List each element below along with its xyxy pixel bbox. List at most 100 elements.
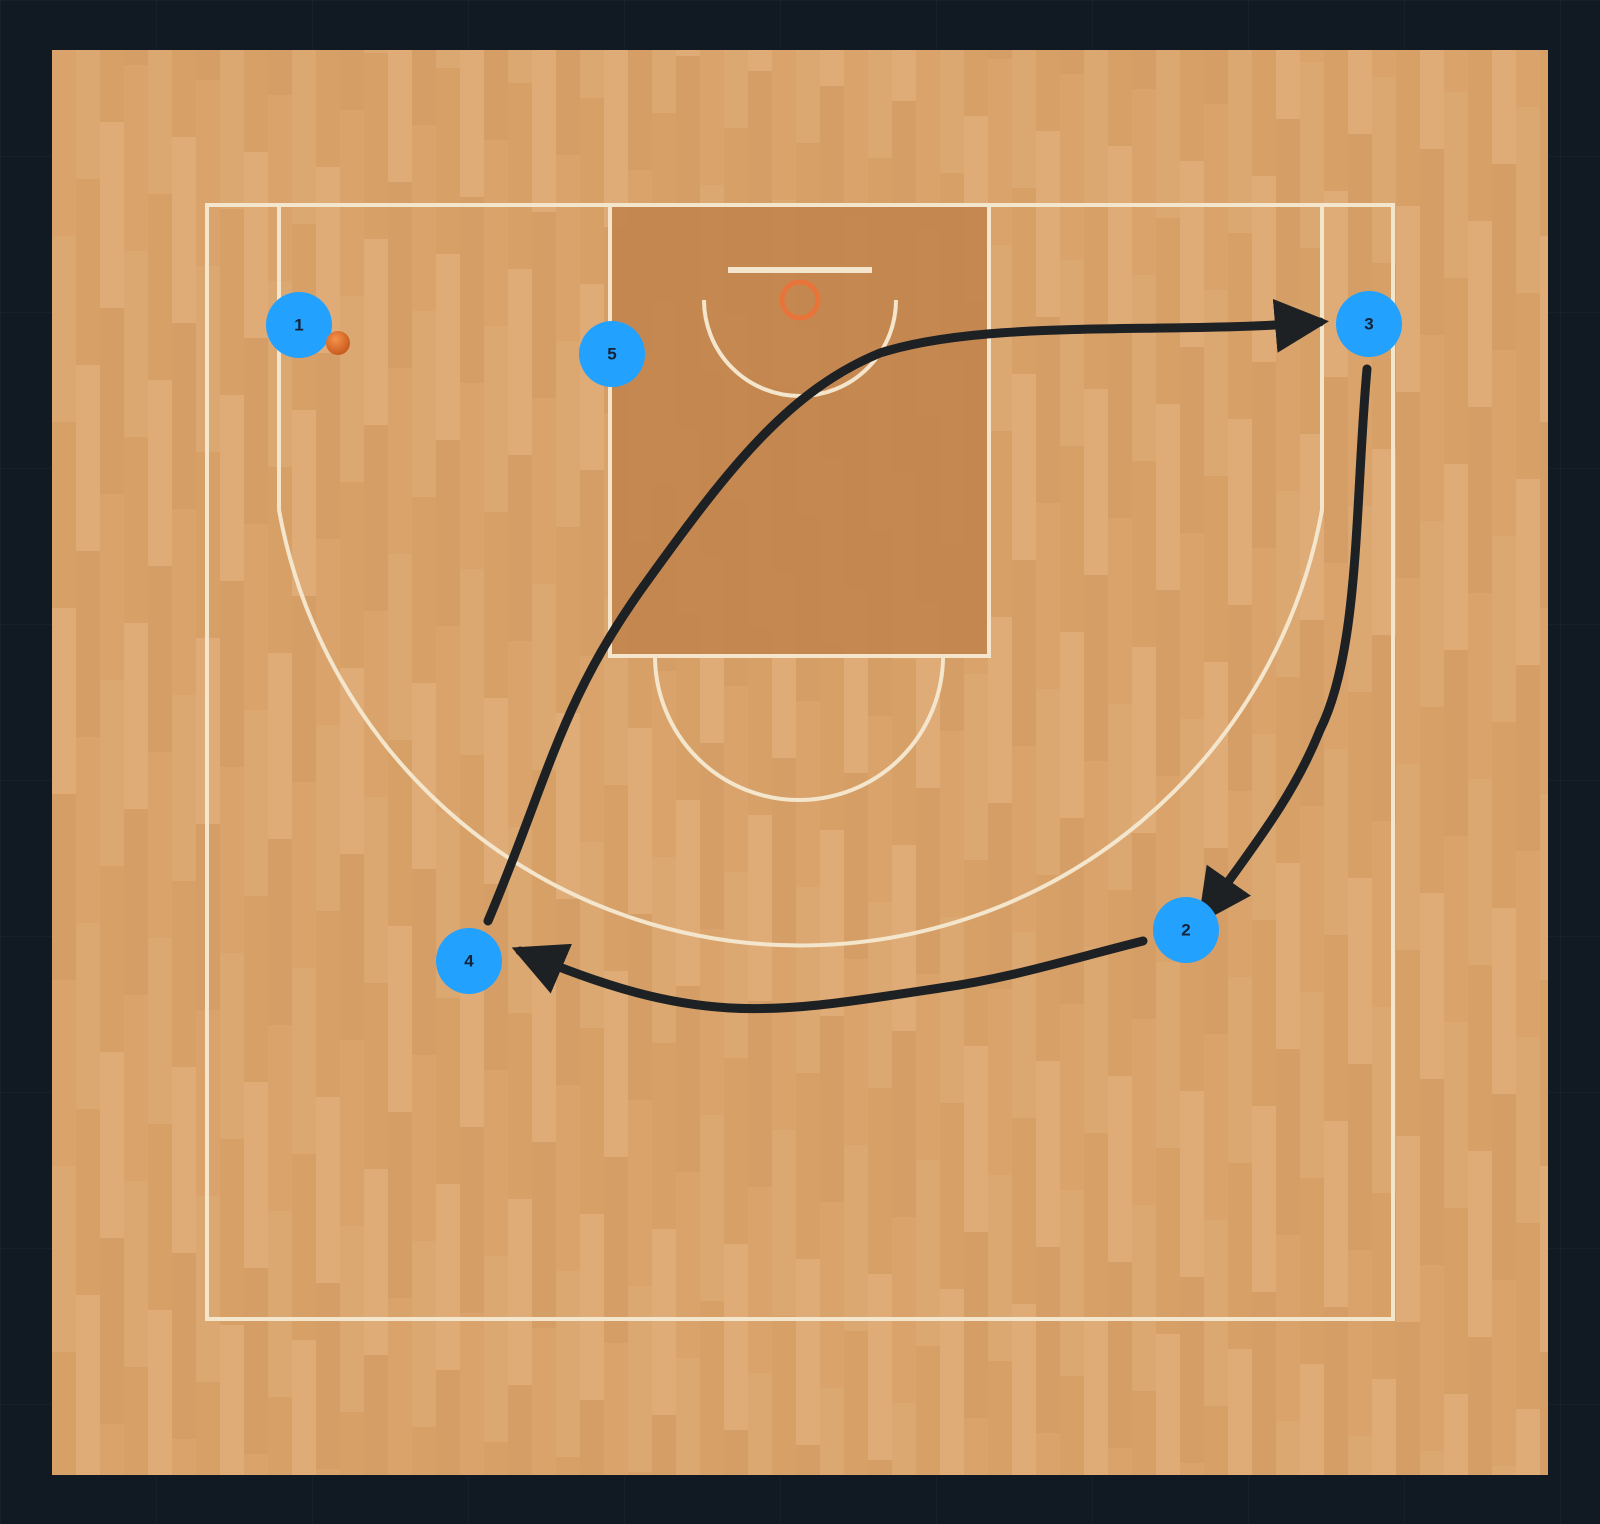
player-5[interactable]: 5 [579,321,645,387]
floor-plank [556,50,580,155]
floor-plank [1156,1334,1180,1475]
cut-4-to-3-arrow[interactable] [483,298,1329,926]
floor-plank [964,860,988,1046]
floor-plank [1180,50,1204,161]
floor-plank [556,1457,580,1475]
floor-plank [1420,149,1444,335]
player-5-marker[interactable] [579,321,645,387]
floor-plank [52,1166,76,1352]
floor-plank [1516,479,1540,665]
floor-plank [1012,932,1036,1118]
floor-plank [196,1382,220,1475]
floor-plank [532,584,556,770]
floor-plank [52,980,76,1166]
floor-plank [1324,1121,1348,1307]
cut-3-to-2-arrow[interactable] [1197,364,1372,925]
floor-plank [316,1097,340,1283]
floor-plank [1180,533,1204,719]
floor-plank [1516,1409,1540,1475]
floor-plank [292,596,316,782]
floor-plank [52,236,76,422]
floor-plank [1060,1376,1084,1475]
floor-plank [676,986,700,1172]
floor-plank [412,1055,436,1241]
floor-plank [1180,1091,1204,1277]
floor-plank [196,50,220,80]
cut-2-to-4-arrow[interactable] [511,936,1148,1014]
floor-plank [988,617,1012,803]
floor-plank [1300,50,1324,62]
floor-plank [1372,50,1396,77]
floor-plank [1540,980,1548,1166]
player-3[interactable]: 3 [1336,291,1402,357]
floor-plank [1396,206,1420,392]
player-3-marker[interactable] [1336,291,1402,357]
player-4[interactable]: 4 [436,928,502,994]
floor-plank [100,494,124,680]
floor-plank [916,1160,940,1346]
floor-plank [820,50,844,86]
player-3-label: 3 [1364,315,1373,334]
floor-plank [1012,746,1036,932]
floor-plank [724,1430,748,1475]
floor-plank [1540,1166,1548,1352]
floor-plank [52,1352,76,1475]
player-2[interactable]: 2 [1153,897,1219,963]
floor-plank [556,527,580,713]
floor-plank [532,50,556,212]
floor-plank [892,1031,916,1217]
floor-plank [1108,1262,1132,1448]
floor-plank [52,422,76,608]
floor-plank [1252,362,1276,548]
floor-plank [748,1373,772,1475]
floor-plank [628,1286,652,1472]
player-4-label: 4 [464,952,474,971]
floor-plank [988,803,1012,989]
floor-plank [220,395,244,581]
floor-plank [508,50,532,83]
player-1[interactable]: 1 [266,292,332,358]
floor-plank [1036,131,1060,317]
floor-plank [172,323,196,509]
floor-plank [724,1058,748,1244]
floor-plank [76,923,100,1109]
floor-plank [244,524,268,710]
floor-plank [1444,50,1468,92]
floor-plank [484,1256,508,1442]
floor-plank [940,917,964,1103]
floor-plank [1084,1319,1108,1475]
floor-plank [292,1340,316,1475]
floor-plank [1372,1379,1396,1475]
player-5-label: 5 [607,345,616,364]
floor-plank [964,1046,988,1232]
floor-plank [1324,935,1348,1121]
player-4-marker[interactable] [436,928,502,994]
floor-plank [1420,1451,1444,1475]
floor-plank [796,1073,820,1259]
floor-plank [1060,446,1084,632]
floor-plank [1348,1250,1372,1436]
floor-plank [1060,632,1084,818]
floor-plank [412,869,436,1055]
floor-plank [1300,620,1324,806]
floor-plank [988,59,1012,245]
floor-plank [244,1268,268,1454]
floor-plank [460,197,484,383]
floor-plank [484,326,508,512]
floor-plank [1540,236,1548,422]
floor-plank [1516,293,1540,479]
floor-plank [340,482,364,668]
floor-plank [628,728,652,914]
floor-plank [292,782,316,968]
floor-plank [1132,275,1156,461]
floor-plank [100,1238,124,1424]
floor-plank [676,50,700,56]
floor-plank [556,1085,580,1271]
player-2-marker[interactable] [1153,897,1219,963]
floor-plank [124,50,148,65]
floor-plank [460,1127,484,1313]
floor-plank [1540,50,1548,236]
player-1-marker[interactable] [266,292,332,358]
floor-plank [844,1331,868,1475]
